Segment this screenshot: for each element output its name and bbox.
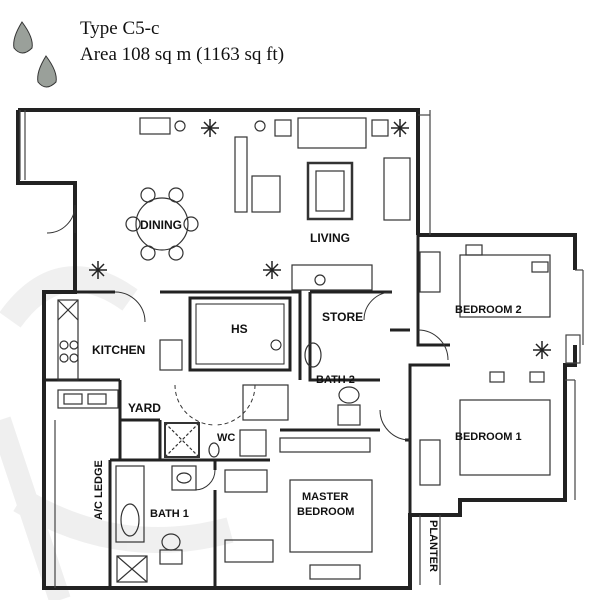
room-label-kitchen: KITCHEN: [92, 343, 145, 357]
living-furniture-icon: [139, 117, 411, 291]
bath2-fixtures-icon: [242, 342, 361, 426]
bedroom-furniture-icon: [224, 244, 551, 580]
room-label-bedroom1: BEDROOM 1: [455, 431, 522, 443]
unit-area-label: Area 108 sq m (1163 sq ft): [80, 44, 285, 65]
household-shelter-icon: [188, 296, 292, 372]
room-label-bedroom2: BEDROOM 2: [455, 304, 522, 316]
room-label-hs: HS: [231, 322, 248, 336]
window-lines: [19, 110, 584, 588]
wc-fixtures-icon: [164, 422, 371, 458]
room-label-wc: WC: [217, 432, 235, 444]
room-label-master-line2: BEDROOM: [297, 506, 354, 518]
room-label-living: LIVING: [310, 231, 350, 245]
room-label-bath1: BATH 1: [150, 508, 189, 520]
room-label-master-line1: MASTER: [302, 491, 349, 503]
room-label-store: STORE: [322, 310, 363, 324]
room-label-planter: PLANTER: [427, 520, 439, 572]
room-label-bath2: BATH 2: [316, 374, 355, 386]
unit-type-title: Type C5-c: [80, 18, 160, 39]
room-label-dining: DINING: [140, 218, 182, 232]
kitchen-fixtures-icon: [57, 299, 183, 409]
bath1-fixtures-icon: [115, 465, 197, 583]
room-label-yard: YARD: [128, 401, 161, 415]
plant-icons: [89, 119, 551, 359]
exterior-walls: [16, 108, 577, 590]
drops-logo-icon: [13, 21, 57, 88]
room-label-ac-ledge: A/C LEDGE: [93, 460, 105, 520]
dining-set-icon: [125, 187, 199, 261]
